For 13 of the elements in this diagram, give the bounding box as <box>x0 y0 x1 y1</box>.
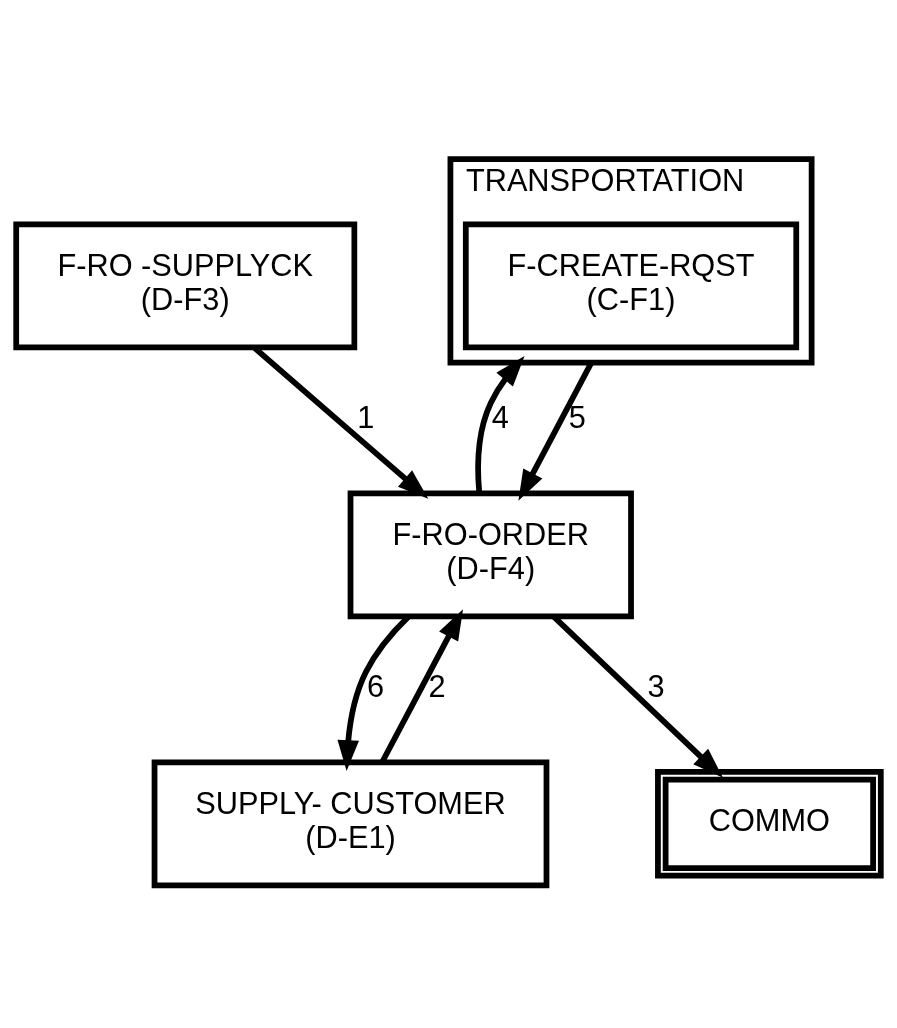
edge-label: 4 <box>491 399 509 435</box>
node-box: SUPPLY- CUSTOMER (D-E1) <box>151 758 550 888</box>
edge-label: 5 <box>568 399 586 435</box>
edge-label: 1 <box>357 399 375 435</box>
node-box: F-RO -SUPPLYCK (D-F3) <box>13 221 358 350</box>
arrow <box>475 355 525 493</box>
arrow <box>379 608 464 763</box>
node-box: COMMO <box>655 768 884 879</box>
edge-label: 2 <box>428 668 446 704</box>
edge-label: 3 <box>647 668 665 704</box>
node-box: F-CREATE-RQST (C-F1) <box>462 221 800 350</box>
edge-label: 6 <box>366 668 385 704</box>
node-box: F-RO-ORDER (D-F4) <box>347 490 634 619</box>
